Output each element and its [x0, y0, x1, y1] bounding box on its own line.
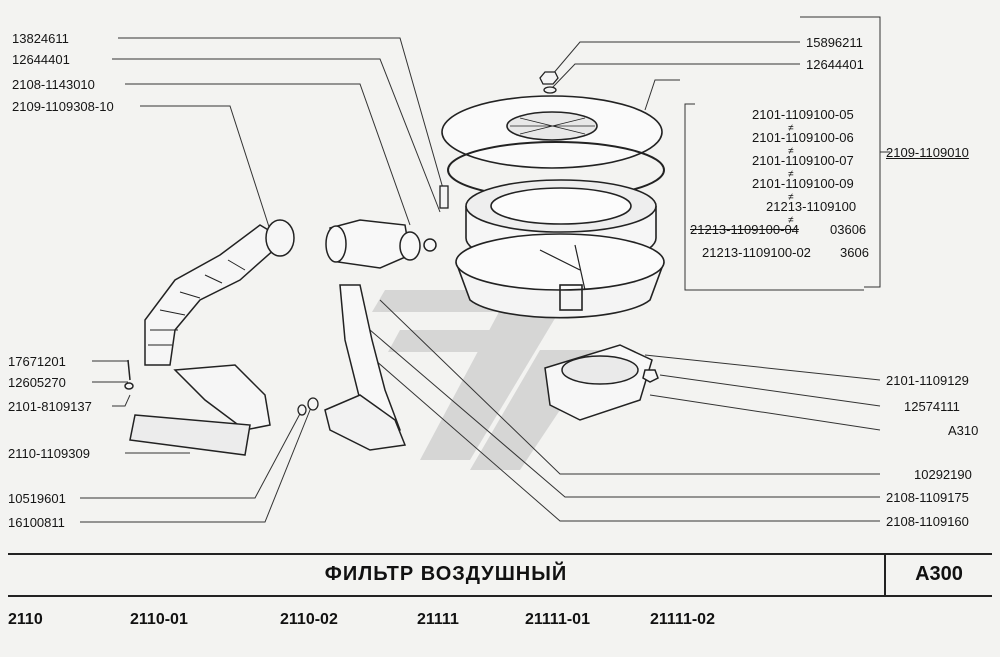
exploded-parts-diagram [80, 16, 890, 523]
air-filter-housing [441, 95, 665, 319]
model-label: 21111 [417, 611, 459, 628]
part-label-12644401: 12644401 [12, 52, 70, 67]
part-label-12644401-nut: 12644401 [806, 57, 864, 72]
filter-element-suffix: 03606 [830, 222, 867, 237]
adapter-plate [544, 344, 659, 421]
part-label-2108-1109160: 2108-1109160 [886, 514, 969, 529]
filter-element-label: 2101-1109100-07 [752, 153, 854, 168]
model-label: 21111-02 [650, 611, 715, 628]
filter-element-label-struck: 21213-1109100-04 [690, 222, 799, 237]
filter-element-label: 2101-1109100-06 [752, 130, 854, 145]
interchange-mark: ≠ [788, 192, 794, 203]
page-title: ФИЛЬТР ВОЗДУШНЫЙ [324, 563, 568, 585]
interchange-mark: ≠ [788, 169, 794, 180]
filter-element-label: 2101-1109100-05 [752, 107, 854, 122]
part-label-15896211: 15896211 [806, 35, 863, 50]
part-label-2101-8109137: 2101-8109137 [8, 399, 92, 414]
part-label-10519601: 10519601 [8, 491, 66, 506]
part-label-2109-1109308-10: 2109-1109308-10 [12, 99, 114, 114]
part-label-12574111: 12574111 [904, 399, 960, 414]
part-label-12605270: 12605270 [8, 375, 66, 390]
model-label: 2110-01 [130, 611, 188, 628]
title-divider [884, 555, 886, 595]
small-fasteners [297, 71, 559, 416]
interchange-mark: ≠ [788, 146, 794, 157]
model-label: 2110 [8, 611, 43, 628]
section-code: А300 [915, 563, 963, 585]
filter-element-label: 21213-1109100-02 [702, 245, 811, 260]
part-label-2101-1109129: 2101-1109129 [886, 373, 969, 388]
part-label-16100811: 16100811 [8, 515, 65, 530]
part-label-2110-1109309: 2110-1109309 [8, 446, 90, 461]
filter-element-label: 2101-1109100-09 [752, 176, 854, 191]
interchange-mark: ≠ [788, 215, 794, 226]
interchange-mark: ≠ [788, 123, 794, 134]
part-label-17671201: 17671201 [8, 354, 66, 369]
part-label-13824611: 13824611 [12, 31, 69, 46]
leader-lines [80, 16, 890, 523]
filter-element-label: 21213-1109100 [766, 199, 857, 214]
corrugated-hose [124, 219, 295, 456]
model-label: 2110-02 [280, 611, 338, 628]
title-bar: ФИЛЬТР ВОЗДУШНЫЙ А300 [8, 553, 992, 597]
filter-element-suffix: 3606 [840, 245, 869, 260]
model-label: 21111-01 [525, 611, 590, 628]
part-label-a310: А310 [948, 423, 979, 438]
intake-assembly [324, 219, 437, 451]
part-label-2108-1143010: 2108-1143010 [12, 77, 95, 92]
part-label-10292190: 10292190 [914, 467, 972, 482]
assembly-number: 2109-1109010 [886, 145, 969, 160]
part-label-2108-1109175: 2108-1109175 [886, 490, 969, 505]
